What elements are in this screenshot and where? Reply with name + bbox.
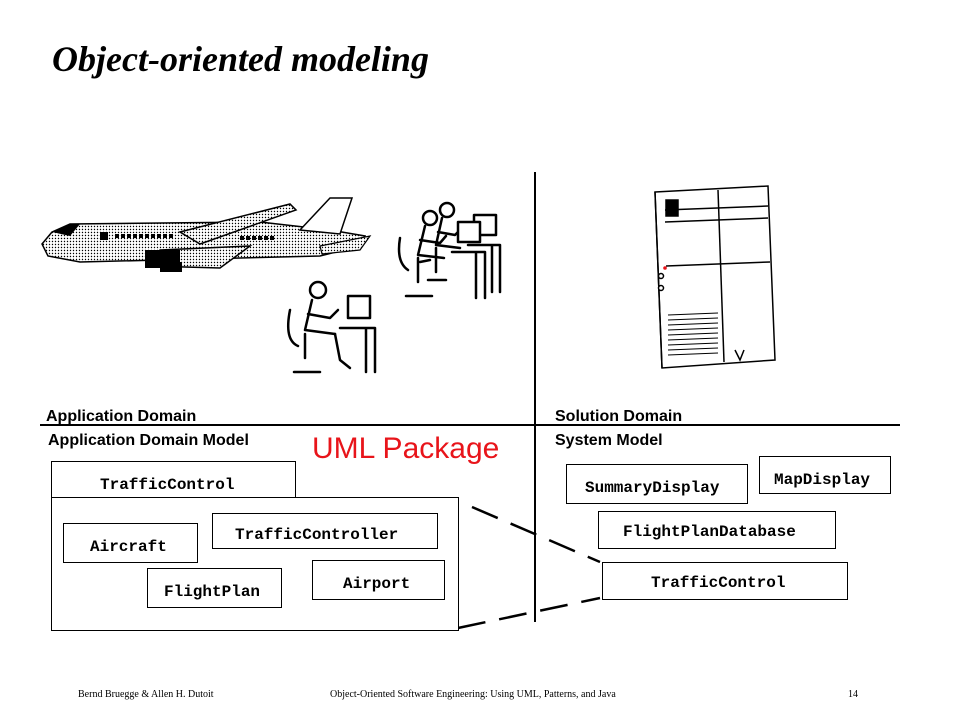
uml-package-label: UML Package <box>312 432 500 465</box>
system-model-label: System Model <box>555 432 663 449</box>
class-box-summary-display: SummaryDisplay <box>566 464 748 504</box>
class-name: FlightPlan <box>164 583 261 601</box>
solution-domain-label: Solution Domain <box>555 408 683 425</box>
controller-workstation-icon <box>287 201 502 374</box>
class-name: TrafficController <box>235 526 399 544</box>
class-name: TrafficControl <box>651 574 786 592</box>
footer-authors: Bernd Bruegge & Allen H. Dutoit <box>78 689 214 700</box>
class-name: MapDisplay <box>774 471 871 489</box>
footer-page-number: 14 <box>848 689 858 700</box>
class-name: Airport <box>343 575 411 593</box>
slide-title: Object-oriented modeling <box>52 39 429 79</box>
class-box-flight-plan-database: FlightPlanDatabase <box>598 511 836 549</box>
class-box-flight-plan: FlightPlan <box>147 568 282 608</box>
class-box-traffic-control: TrafficControl <box>602 562 848 600</box>
class-box-aircraft: Aircraft <box>63 523 198 563</box>
class-box-airport: Airport <box>312 560 445 600</box>
class-box-traffic-controller: TrafficController <box>212 513 438 549</box>
server-tower-icon <box>654 185 776 369</box>
application-domain-model-label: Application Domain Model <box>48 432 249 449</box>
class-box-map-display: MapDisplay <box>759 456 891 494</box>
class-name: FlightPlanDatabase <box>623 523 796 541</box>
airplane-icon <box>41 197 372 272</box>
application-domain-label: Application Domain <box>46 408 197 425</box>
class-name: SummaryDisplay <box>585 479 720 497</box>
footer-book-title: Object-Oriented Software Engineering: Us… <box>330 689 616 700</box>
package-name: TrafficControl <box>100 476 235 494</box>
package-body: Aircraft TrafficController FlightPlan Ai… <box>51 497 459 631</box>
dashed-connector-bottom <box>457 596 601 630</box>
dashed-connector-top <box>471 505 601 564</box>
package-tab: TrafficControl <box>51 461 296 499</box>
class-name: Aircraft <box>90 538 167 556</box>
